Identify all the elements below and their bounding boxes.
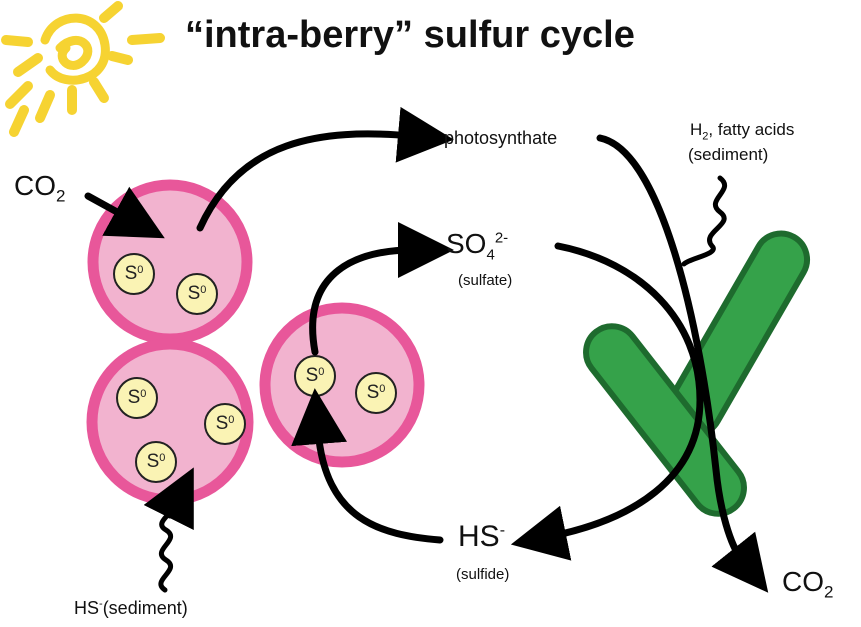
granule-label: S0 bbox=[127, 387, 147, 408]
label-hs-sediment: HS-(sediment) bbox=[74, 598, 188, 618]
label-photosynthate: photosynthate bbox=[444, 128, 558, 148]
granule-7 bbox=[355, 372, 397, 414]
arrow-granule-to-sulfate bbox=[309, 222, 454, 356]
granule-label: S0 bbox=[124, 263, 144, 284]
label-co2-output: CO2 bbox=[782, 566, 834, 602]
page-title: “intra-berry” sulfur cycle bbox=[185, 14, 635, 56]
arrow-photosynthate-to-co2 bbox=[596, 134, 769, 593]
arrow-sulfate-to-sulfide bbox=[510, 242, 704, 561]
squiggle-hs-sediment bbox=[158, 509, 174, 593]
granule-label: S0 bbox=[366, 382, 386, 403]
label-sulfide-formula: HS- bbox=[458, 520, 506, 553]
arrow-sulfide-to-granule bbox=[291, 388, 444, 544]
arrow-co2-into-berry bbox=[84, 186, 165, 239]
label-sulfate: (sulfate) bbox=[458, 272, 513, 289]
granule-3 bbox=[116, 377, 158, 419]
granule-1 bbox=[113, 253, 155, 295]
squiggle-h2-sediment bbox=[681, 175, 728, 267]
label-co2-input: CO2 bbox=[14, 170, 66, 206]
label-h2-fatty-acids: H2, fatty acids bbox=[690, 120, 795, 143]
granule-2 bbox=[176, 273, 218, 315]
label-sulfate-formula: SO42- bbox=[446, 228, 509, 264]
label-sulfide: (sulfide) bbox=[456, 566, 510, 583]
granule-label: S0 bbox=[305, 365, 325, 386]
granule-label: S0 bbox=[215, 413, 235, 434]
sulfur-granules bbox=[113, 253, 397, 483]
arrow-berry-to-photosynthate bbox=[196, 106, 454, 232]
sun-icon bbox=[1, 1, 165, 137]
label-h2-sediment: (sediment) bbox=[688, 145, 769, 164]
granule-label: S0 bbox=[187, 283, 207, 304]
granule-4 bbox=[204, 403, 246, 445]
granule-label: S0 bbox=[146, 451, 166, 472]
